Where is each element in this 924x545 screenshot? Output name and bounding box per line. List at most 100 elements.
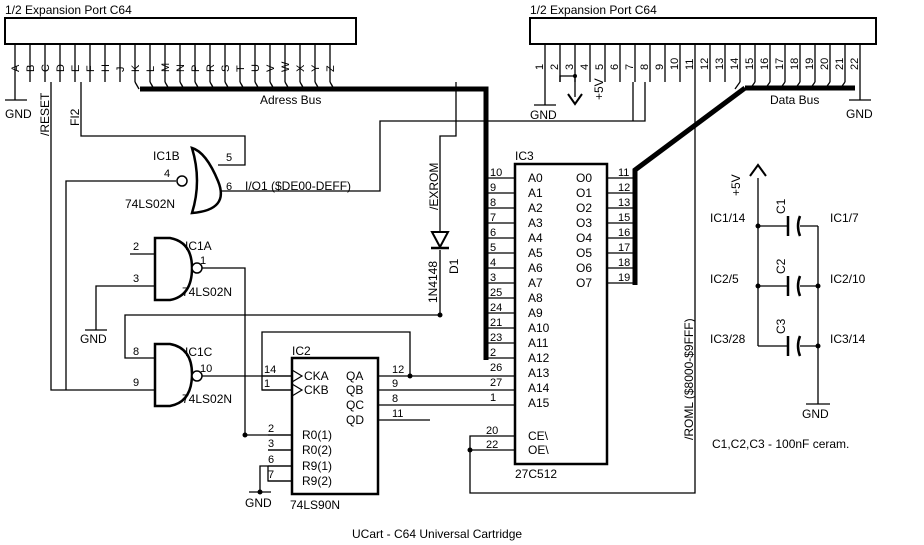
- ic3-addr-label: A6: [528, 261, 543, 275]
- left-port-pin-label: R: [205, 64, 217, 72]
- ic3-type: 27C512: [515, 467, 557, 481]
- c3-name: C3: [774, 318, 788, 334]
- ic2-left-pin: 2: [268, 423, 274, 435]
- ic3-data-pin: 15: [618, 212, 630, 224]
- left-port-pin-label: A: [10, 64, 22, 72]
- ic1a-type: 74LS02N: [182, 285, 232, 299]
- left-port-pin-label: M: [160, 63, 172, 72]
- right-port-pin-label: 2: [549, 64, 561, 70]
- left-port-pin-label: U: [250, 64, 262, 72]
- ic3-addr-label: A8: [528, 291, 543, 305]
- ic2-right-label: QA: [346, 369, 363, 383]
- ic2-right-label: QC: [346, 398, 364, 412]
- ic3-addr-label: A3: [528, 216, 543, 230]
- adress-bus-tap: [209, 81, 215, 90]
- ic3-data-label: O1: [576, 186, 592, 200]
- ic3-addr-pin: 8: [490, 197, 496, 209]
- ic3-addr-label: A11: [528, 336, 549, 350]
- ic3-chip: IC3 27C512 A010A19A28A37A46A55A64A73A825…: [486, 149, 635, 481]
- ic1c-pin-10: 10: [200, 363, 212, 375]
- ic1c-name: IC1C: [185, 345, 213, 359]
- right-port-pin-label: 20: [819, 58, 831, 70]
- ic3-addr-label: A13: [528, 366, 550, 380]
- ic1b-pin-4: 4: [164, 168, 170, 180]
- ic1b-pin-6: 6: [226, 181, 232, 193]
- ic3-addr-pin: 7: [490, 212, 496, 224]
- right-port-pin-label: 22: [849, 58, 861, 70]
- data-bus-tap: [794, 81, 801, 90]
- ic1c-pin-8: 8: [133, 346, 139, 358]
- ic2-left-pin: 7: [268, 469, 274, 481]
- left-port-pin-label: X: [295, 64, 307, 72]
- right-port-pin-label: 12: [699, 58, 711, 70]
- ic3-addr-pin: 5: [490, 242, 496, 254]
- right-port-pin-label: 13: [714, 58, 726, 70]
- right-port-pin-label: 17: [774, 58, 786, 70]
- cap-right-2: IC2/10: [830, 272, 866, 286]
- ic2-right-label: QD: [346, 413, 364, 427]
- ic2-left-pin: 6: [268, 454, 274, 466]
- cap-left-2: IC2/5: [710, 272, 739, 286]
- ic1c-pin8-wire: [124, 314, 440, 359]
- left-port-pin-label: J: [115, 67, 127, 73]
- cap-right-1: IC1/7: [830, 211, 859, 225]
- left-port-pin-label: H: [100, 64, 112, 72]
- ic3-addr-label: A7: [528, 276, 543, 290]
- right-port-pin-label: 16: [759, 58, 771, 70]
- right-port-pin-label: 14: [729, 58, 741, 70]
- ic1a-gnd-wire: [95, 285, 155, 330]
- right-port-pin-label: 11: [684, 59, 696, 70]
- d1-type: 1N4148: [426, 261, 440, 303]
- ic1c-type: 74LS02N: [182, 392, 232, 406]
- data-bus-tap: [764, 81, 771, 90]
- diagram-title: UCart - C64 Universal Cartridge: [352, 527, 522, 541]
- ic3-data-pin: 13: [618, 197, 630, 209]
- plus5v-label-port: +5V: [592, 78, 606, 100]
- ic1a-pin-2: 2: [133, 241, 139, 253]
- ic1a-pin-1: 1: [200, 255, 206, 267]
- ic2-right-pin: 12: [392, 364, 404, 376]
- ic3-addr-label: A5: [528, 246, 543, 260]
- ic3-addr-label: A14: [528, 381, 550, 395]
- diode-d1: D1 1N4148: [426, 231, 461, 303]
- left-port-pin-label: Z: [325, 65, 337, 72]
- ic3-data-label: O7: [576, 276, 592, 290]
- ic3-ctrl-pin: 20: [486, 425, 498, 437]
- ce-roml-wire: [469, 82, 696, 494]
- ic2-right-pin: 8: [392, 393, 398, 405]
- adress-bus-tap: [239, 81, 245, 90]
- left-port-pin-label: Y: [310, 64, 322, 72]
- bus-taps: [134, 81, 846, 90]
- adress-bus: [140, 86, 489, 360]
- gnd-label-left: GND: [5, 107, 32, 121]
- ic3-addr-label: A2: [528, 201, 543, 215]
- capacitors: +5V C1 C2 C3 IC1/14 IC2/5 IC3/28 IC1/7 I…: [710, 174, 866, 451]
- ic3-addr-pin: 25: [490, 287, 502, 299]
- ic3-pin-labels: A010A19A28A37A46A55A64A73A825A924A1021A1…: [486, 167, 635, 457]
- left-port-pin-label: F: [85, 65, 97, 72]
- buses: [140, 85, 855, 360]
- plus5v-arrow-caps: [749, 163, 767, 177]
- reset-label: /RESET: [38, 92, 52, 136]
- ic3-addr-pin: 24: [490, 302, 502, 314]
- right-port-pin-label: 8: [639, 64, 651, 70]
- ic3-addr-pin: 4: [490, 257, 496, 269]
- left-port-pin-label: S: [220, 65, 232, 72]
- ic1b-gate: IC1B 74LS02N 5 4 6: [125, 146, 232, 215]
- ic1c-pin-9: 9: [133, 377, 139, 389]
- ic3-addr-label: A12: [528, 351, 550, 365]
- right-port-pin-label: 4: [579, 64, 591, 70]
- caps-note: C1,C2,C3 - 100nF ceram.: [712, 437, 849, 451]
- ic3-name: IC3: [515, 149, 534, 163]
- ic3-data-pin: 11: [618, 167, 629, 179]
- left-port-pin-label: E: [70, 65, 82, 72]
- ic3-addr-label: A4: [528, 231, 543, 245]
- ic3-data-pin: 12: [618, 182, 630, 194]
- data-bus-tap: [749, 81, 756, 90]
- gnd-label-ic2: GND: [245, 496, 272, 510]
